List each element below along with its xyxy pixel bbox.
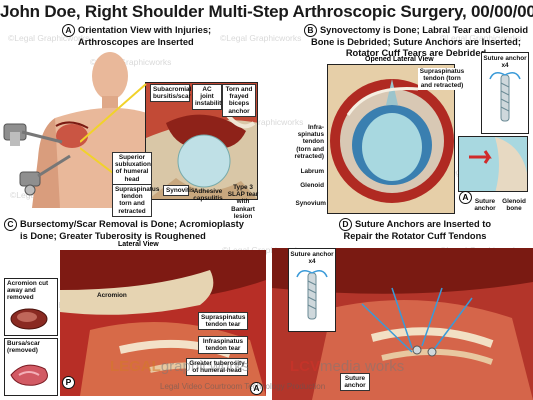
panel-d-caption-line1: Suture Anchors are Inserted to	[354, 218, 492, 229]
panel-d-main-view	[272, 248, 533, 400]
panel-b-caption-line2: Bone is Debrided; Suture Anchors are Ins…	[311, 37, 521, 47]
panel-c-corner-p: P	[62, 374, 78, 392]
label-supraspinatus-torn: Supraspinatus tendon torn and retracted	[112, 184, 159, 217]
panel-b-glenoid-inset	[458, 136, 528, 192]
panel-c-corner-a: A	[250, 380, 266, 398]
watermark: ©Legal Graphicworks	[90, 57, 172, 67]
label-b-infraspinatus: Infra-spinatus tendon (torn and retracte…	[294, 124, 324, 160]
label-d-suture-anchor: Suture anchor	[340, 373, 370, 392]
label-ac-joint: AC joint instability	[192, 84, 225, 110]
label-b-supraspinatus: Supraspinatus tendon (torn and retracted…	[418, 68, 466, 90]
label-c-acromion-cut: Acromion cut away and removed	[7, 280, 49, 302]
panel-b-inset-letter: A	[459, 189, 475, 207]
bursa-tissue-icon	[10, 365, 48, 387]
panel-c-bursa-inset: Bursa/scar (removed)	[4, 338, 58, 396]
panel-c-acromion-inset: Acromion cut away and removed	[4, 278, 58, 336]
suture-anchor-icon	[296, 270, 328, 320]
label-c-greater-tuberosity: Greater tuberosity of humeral head	[186, 358, 248, 377]
panel-d-letter: D	[338, 218, 352, 231]
label-d-suture-anchor-x4: Suture anchor x4	[290, 251, 334, 266]
panel-b-glenoid-anatomy	[459, 137, 527, 191]
label-b-suture-anchor-x4: Suture anchor x4	[483, 55, 527, 70]
panel-c-anatomy	[60, 250, 266, 396]
page-title: John Doe, Right Shoulder Multi-Step Arth…	[0, 2, 533, 21]
watermark: ©Legal Graphicworks	[222, 117, 304, 127]
panel-d-anatomy	[272, 248, 533, 400]
panel-c-sublabel: Lateral View	[118, 241, 159, 248]
label-slap-tear: Type 3 SLAP tear with Bankart lesion	[227, 184, 259, 220]
panel-b-caption-line3: Rotator Cuff Tears are Debrided	[345, 47, 487, 58]
watermark: ©Legal Graphicworks	[440, 33, 522, 43]
watermark: ©Legal Graphicworks	[220, 33, 302, 43]
panel-b-main-view	[327, 64, 455, 214]
panel-a-caption-line2: Arthroscopes are Inserted	[78, 37, 194, 47]
panel-a-caption-line1: Orientation View with Injuries;	[78, 24, 212, 35]
panel-d-suture-anchor-inset: Suture anchor x4	[288, 248, 336, 332]
label-subacromial-bursitis: Subacromial bursitis/scar	[150, 84, 191, 103]
label-adhesive-capsulitis: Adhesive capsulitis	[193, 188, 223, 203]
panel-b-anatomy	[328, 65, 454, 213]
panel-d-caption-line2: Repair the Rotator Cuff Tendons	[343, 231, 487, 241]
brand-legal-logo: LEGALgraphicworks	[110, 358, 250, 375]
label-c-bursa-scar: Bursa/scar (removed)	[7, 340, 41, 355]
label-biceps-anchor: Torn and frayed biceps anchor	[222, 84, 256, 117]
watermark: ©Legal Graphicworks	[8, 33, 90, 43]
panel-b-suture-anchor-inset: Suture anchor x4	[481, 52, 529, 134]
label-b-glenoid-bone: Glenoid bone	[502, 198, 526, 213]
panel-c-main-view	[60, 250, 266, 396]
label-synovitis: Synovitis	[163, 185, 194, 197]
panel-c-caption-line1: Bursectomy/Scar Removal is Done; Acromio…	[20, 218, 244, 229]
label-c-acromion: Acromion	[97, 292, 127, 299]
panel-b-sublabel: Opened Lateral View	[365, 56, 434, 63]
panel-b-caption-line1: Synovectomy is Done; Labral Tear and Gle…	[319, 24, 529, 35]
brand-tagline: Legal Video Courtroom Technology Product…	[160, 382, 326, 391]
panel-a-letter: A	[62, 24, 75, 37]
label-c-infraspinatus: Infraspinatus tendon tear	[198, 336, 248, 355]
label-c-supraspinatus: Supraspinatus tendon tear	[198, 312, 248, 331]
label-b-synovium: Synovium	[295, 200, 326, 207]
label-b-glenoid: Glenoid	[300, 182, 324, 189]
panel-c-letter: C	[4, 218, 17, 231]
panel-c-caption-line2: is Done; Greater Tuberosity is Roughened	[20, 231, 206, 241]
label-b-labrum: Labrum	[300, 168, 324, 175]
suture-anchor-icon	[489, 72, 521, 122]
brand-lcv-logo: LCVmedia works	[290, 358, 405, 375]
label-b-suture-anchor: Suture anchor	[474, 198, 496, 213]
label-superior-subluxation: Superior subluxation of humeral head	[112, 152, 152, 185]
panel-b-letter: B	[303, 24, 317, 37]
arthroscope-icon	[3, 123, 71, 196]
acromion-fragment-icon	[10, 308, 48, 330]
